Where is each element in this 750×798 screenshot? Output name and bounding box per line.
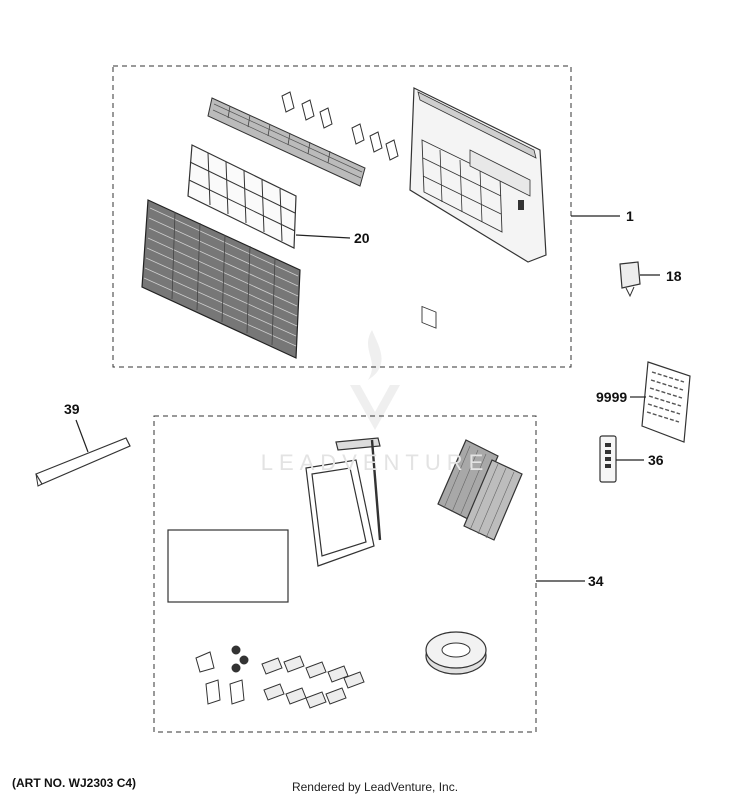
callout-36[interactable]: 36 (648, 452, 664, 468)
window-frame-kit[interactable] (305, 437, 382, 567)
foam-seal-sheet[interactable] (167, 529, 289, 603)
callout-18[interactable]: 18 (666, 268, 682, 284)
louver-part[interactable] (207, 97, 366, 187)
strip-part-39[interactable] (35, 437, 131, 487)
front-grille-part[interactable] (141, 199, 301, 359)
front-panel-part[interactable] (409, 87, 547, 329)
leader-lines (75, 215, 660, 582)
watermark-logo (350, 330, 400, 430)
art-number: (ART NO. WJ2303 C4) (12, 776, 137, 790)
remote-part[interactable] (599, 435, 617, 483)
callout-34[interactable]: 34 (588, 573, 604, 589)
air-filter-part[interactable] (187, 144, 297, 249)
small-part-18[interactable] (619, 261, 641, 298)
side-curtain-panels[interactable] (437, 439, 523, 541)
callout-1[interactable]: 1 (626, 208, 634, 224)
callout-20[interactable]: 20 (354, 230, 370, 246)
manual-part[interactable] (641, 361, 691, 443)
callout-9999[interactable]: 9999 (596, 389, 628, 405)
upper-group-box (112, 65, 572, 368)
callout-39[interactable]: 39 (64, 401, 80, 417)
lower-group-box (153, 415, 537, 733)
rendered-by-credit: Rendered by LeadVenture, Inc. (291, 780, 459, 794)
watermark-text: LEADVENTURE (260, 450, 490, 475)
seal-tape-roll[interactable] (425, 631, 487, 675)
louver-clips-part[interactable] (281, 91, 399, 161)
mounting-hardware[interactable] (195, 645, 365, 709)
